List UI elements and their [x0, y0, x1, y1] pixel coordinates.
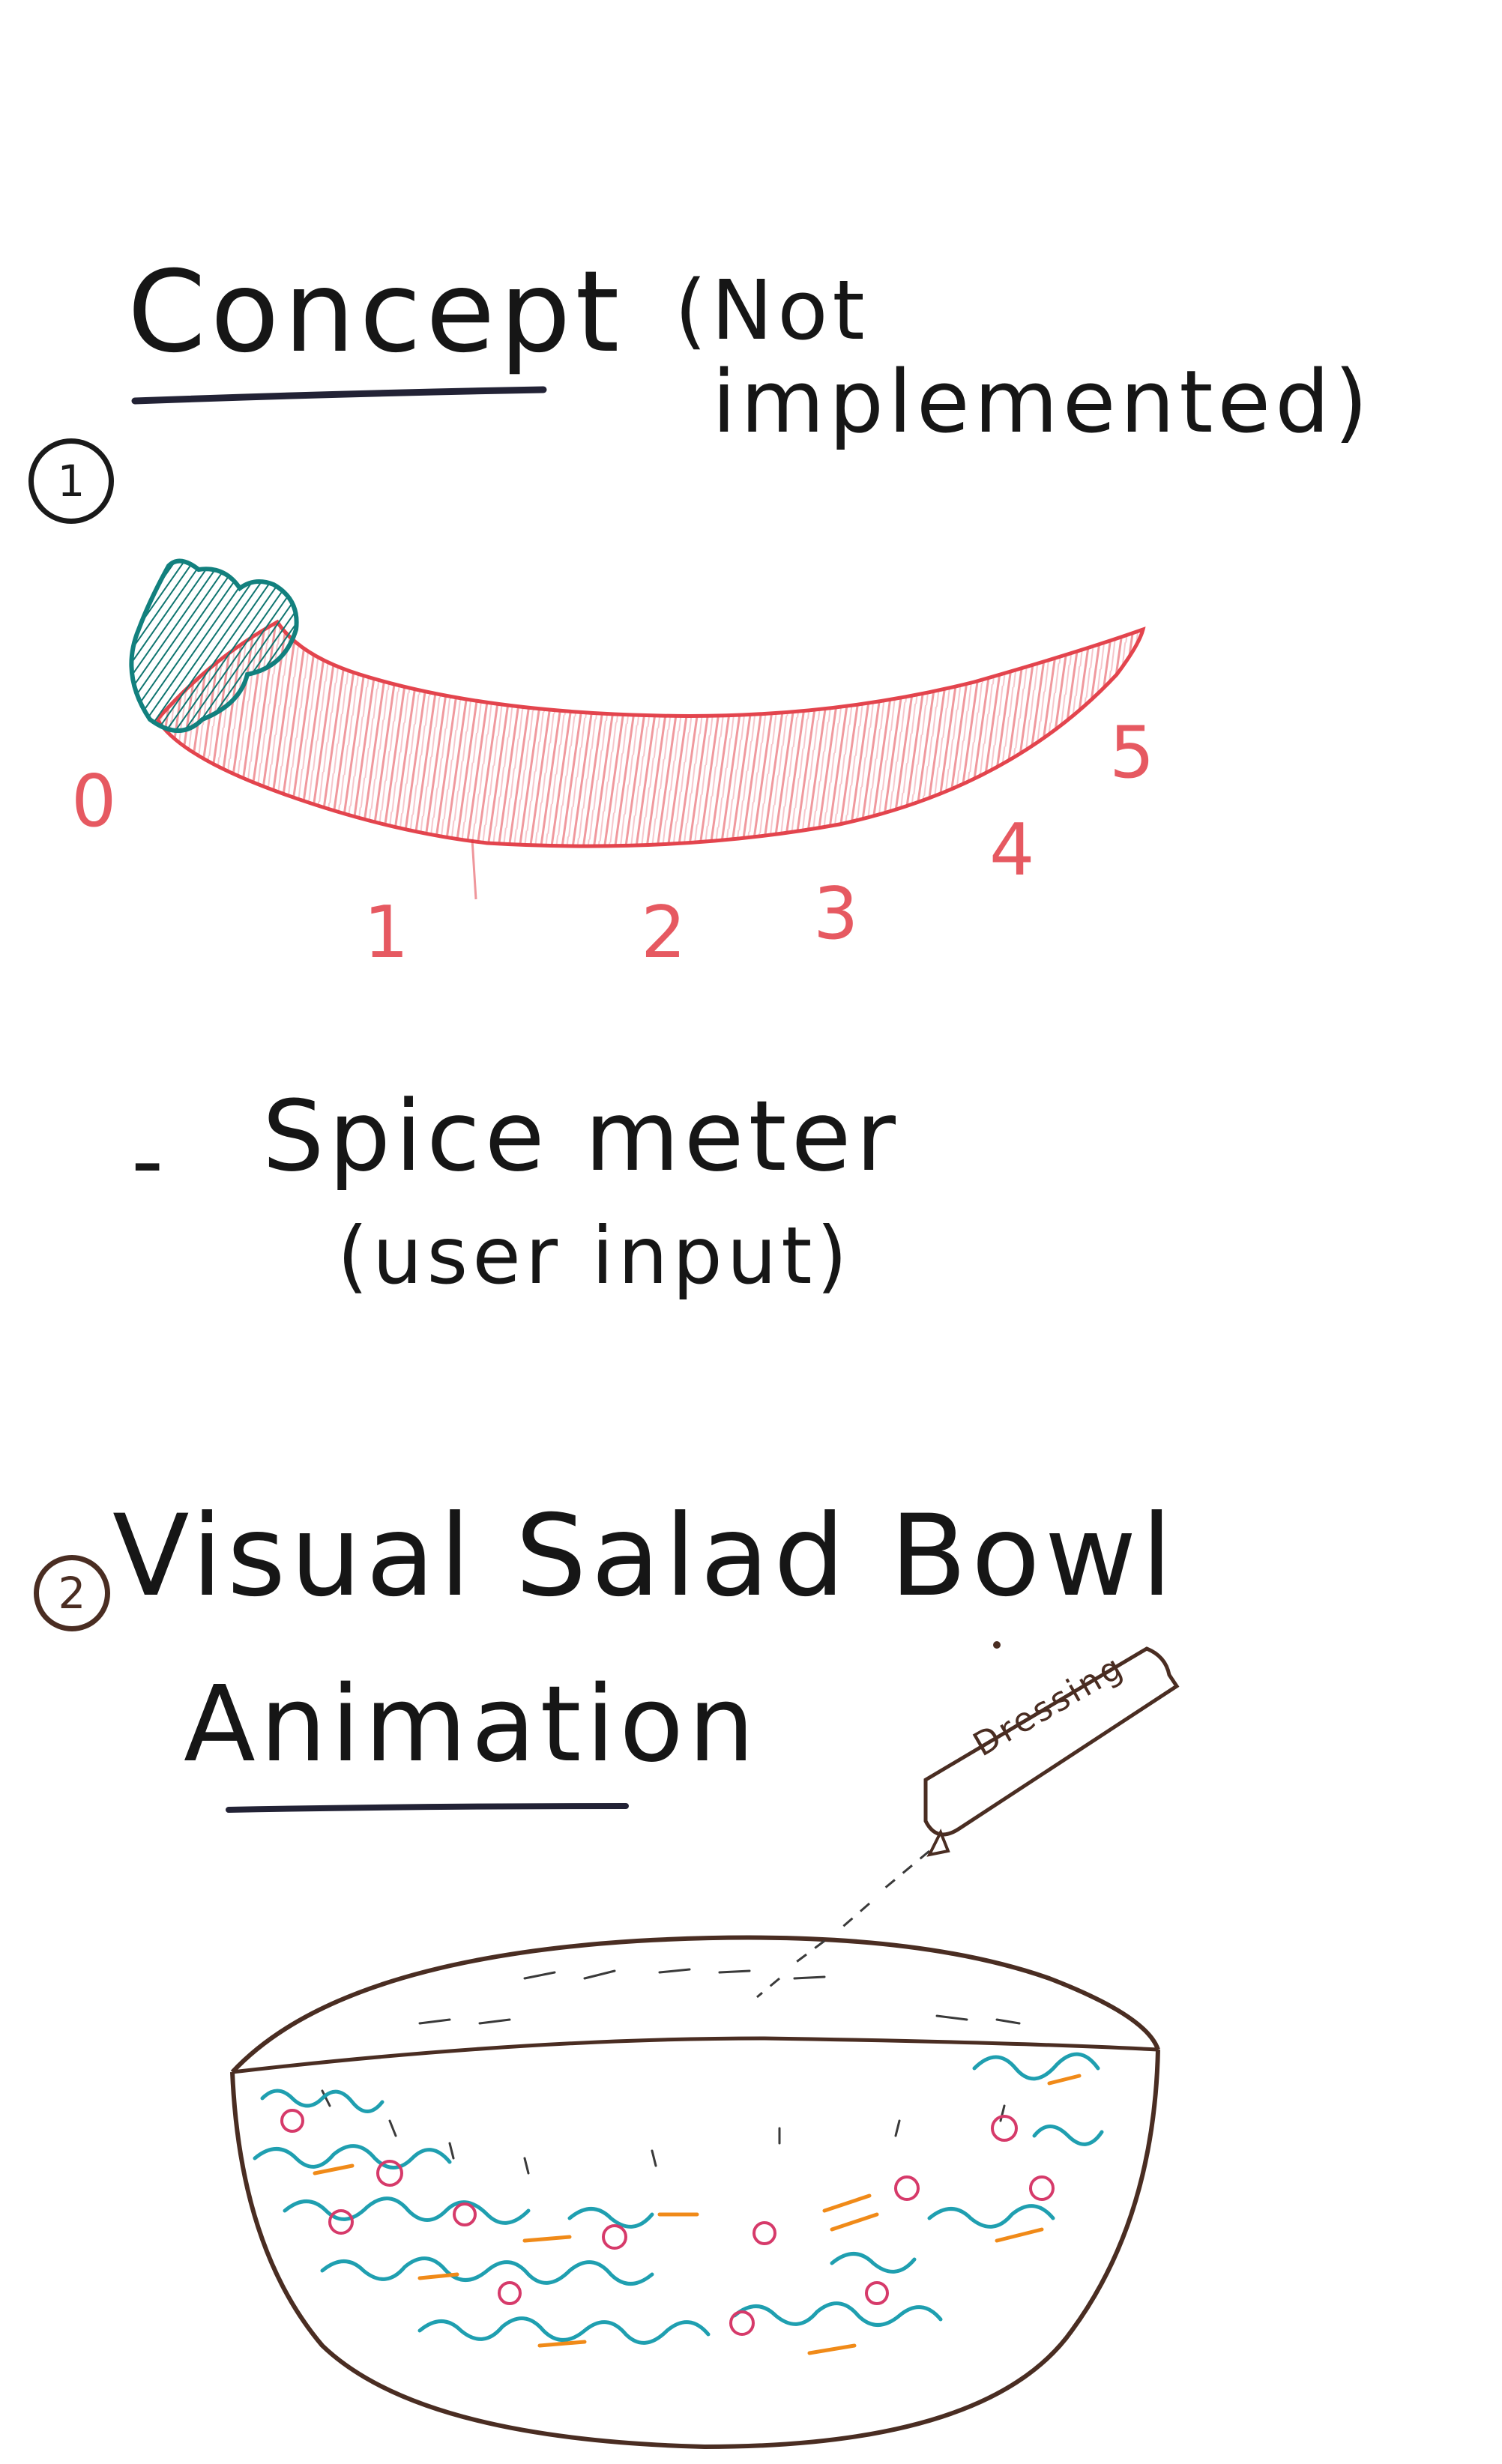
bottle-outline: [923, 1646, 1180, 1837]
section-2-subtitle: Animation: [184, 1664, 759, 1786]
bowl-rim-back: [230, 1935, 1160, 2074]
scale-label-5: 5: [1109, 712, 1155, 794]
scale-label-1: 1: [364, 892, 409, 974]
title-underline: [131, 386, 547, 405]
pepper-body: [154, 619, 1146, 848]
dressing-stream: [756, 1849, 930, 1999]
section-1-number: 1: [28, 438, 114, 524]
scale-label-3: 3: [813, 873, 859, 955]
concept-note-line-1: (Not: [675, 262, 869, 358]
scale-label-2: 2: [641, 892, 687, 974]
spice-meter[interactable]: [129, 558, 1146, 900]
section-1-number-label: 1: [57, 456, 85, 507]
concept-title: Concept: [127, 247, 624, 378]
bowl-rim-front: [232, 2036, 1159, 2074]
bowl-body: [230, 2049, 1160, 2450]
dressing-bottle[interactable]: [923, 1641, 1180, 1857]
spice-meter-label: Spice meter: [262, 1079, 900, 1193]
salad-bowl[interactable]: [230, 1849, 1160, 2450]
scale-label-0: 0: [71, 761, 117, 843]
bowl-inner-dashes: [321, 1968, 1021, 2175]
spice-meter-bullet: -: [131, 1109, 169, 1213]
scale-label-4: 4: [989, 809, 1035, 892]
salad-lettuce: [253, 2052, 1104, 2345]
spice-meter-sublabel: (user input): [337, 1210, 852, 1302]
animation-underline: [226, 1803, 629, 1813]
pepper-stem: [129, 558, 299, 733]
concept-note-line-2: implemented): [712, 352, 1373, 453]
section-2-title: Visual Salad Bowl: [112, 1491, 1177, 1622]
section-2-number: 2: [34, 1555, 110, 1631]
salad-carrots: [313, 2074, 1082, 2355]
section-2-number-label: 2: [58, 1568, 86, 1619]
salad-tomatoes: [280, 2109, 1055, 2336]
